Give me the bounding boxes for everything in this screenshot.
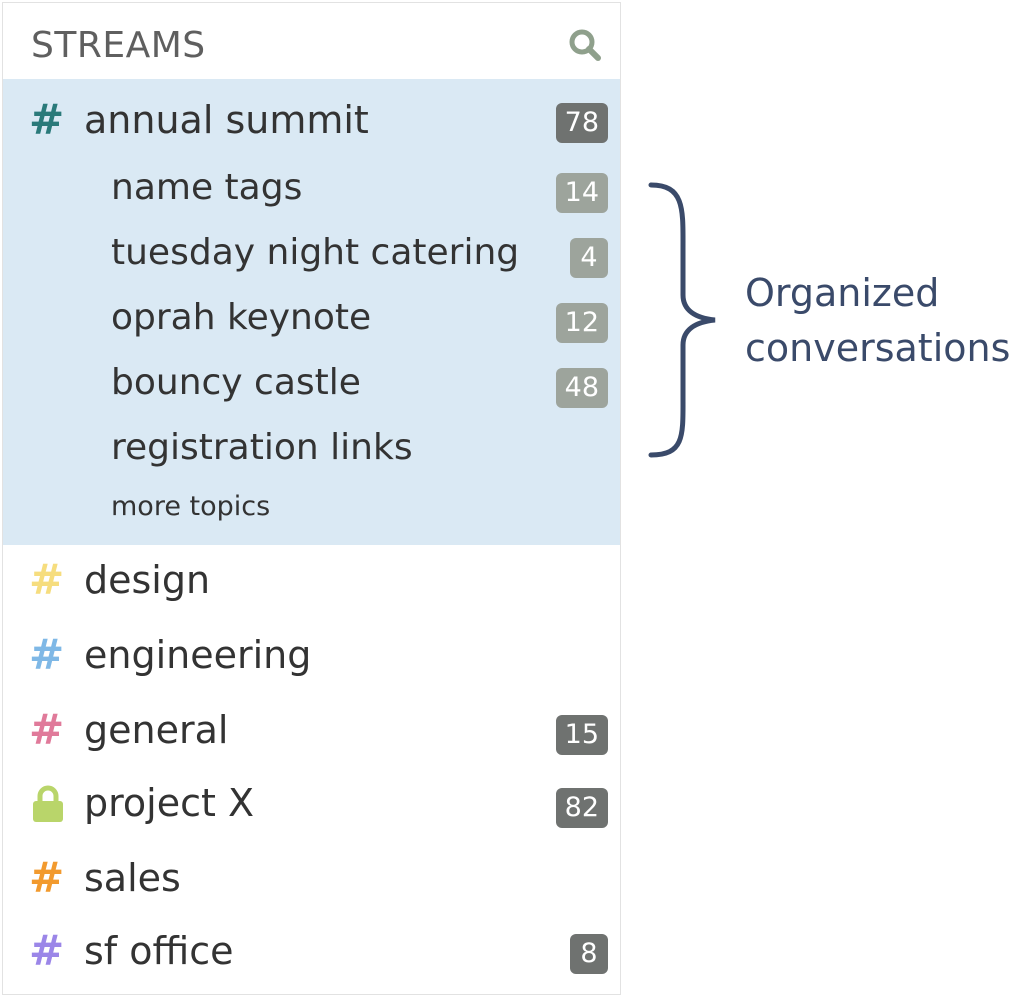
lock-icon xyxy=(33,785,63,822)
stream-name: project X xyxy=(84,781,254,825)
stream-row-sales[interactable]: # sales xyxy=(3,841,620,911)
unread-count-badge: 4 xyxy=(570,238,608,278)
stream-row-general[interactable]: # general 15 xyxy=(3,695,620,765)
stream-row-project-x[interactable]: project X 82 xyxy=(3,768,620,838)
hash-icon: # xyxy=(29,926,65,975)
unread-count-badge: 14 xyxy=(555,173,608,213)
topic-row[interactable]: bouncy castle 48 xyxy=(3,354,620,416)
curly-brace-icon xyxy=(648,182,716,458)
topic-name: oprah keynote xyxy=(111,297,372,338)
unread-count-badge: 78 xyxy=(555,103,608,143)
streams-sidebar: STREAMS # annual summit 78 name tags 14 … xyxy=(2,2,621,995)
stream-name: sales xyxy=(84,856,181,900)
unread-count-badge: 8 xyxy=(570,934,608,974)
stream-name: annual summit xyxy=(84,98,369,142)
callout-line: Organized xyxy=(745,271,940,315)
topic-name: bouncy castle xyxy=(111,362,361,403)
stream-row-design[interactable]: # design xyxy=(3,545,620,615)
topic-row[interactable]: registration links xyxy=(3,419,620,481)
unread-count-badge: 15 xyxy=(555,715,608,755)
stream-row-sf-office[interactable]: # sf office 8 xyxy=(3,916,620,986)
more-topics-link[interactable]: more topics xyxy=(111,491,271,522)
stream-name: sf office xyxy=(84,929,234,973)
active-stream-block: # annual summit 78 name tags 14 tuesday … xyxy=(3,79,620,545)
hash-icon: # xyxy=(29,630,65,679)
topic-name: name tags xyxy=(111,167,303,208)
sidebar-title: STREAMS xyxy=(31,25,206,66)
unread-count-badge: 12 xyxy=(555,303,608,343)
stream-name: design xyxy=(84,558,211,602)
topic-row[interactable]: name tags 14 xyxy=(3,159,620,221)
search-button[interactable] xyxy=(567,27,603,63)
unread-count-badge: 82 xyxy=(555,788,608,828)
hash-icon: # xyxy=(29,853,65,902)
callout-line: conversations xyxy=(745,326,1011,370)
sidebar-header: STREAMS xyxy=(3,3,620,79)
search-icon xyxy=(569,29,601,61)
hash-icon: # xyxy=(29,555,65,604)
topic-name: tuesday night catering xyxy=(111,232,520,273)
hash-icon: # xyxy=(29,95,65,144)
stream-name: general xyxy=(84,708,229,752)
unread-count-badge: 48 xyxy=(555,368,608,408)
topic-row[interactable]: oprah keynote 12 xyxy=(3,289,620,351)
topic-row[interactable]: tuesday night catering 4 xyxy=(3,224,620,286)
hash-icon: # xyxy=(29,705,65,754)
stream-row-annual-summit[interactable]: # annual summit 78 xyxy=(3,87,620,157)
topic-name: registration links xyxy=(111,427,413,468)
callout-text: Organized conversations xyxy=(745,266,1010,376)
stream-row-engineering[interactable]: # engineering xyxy=(3,620,620,690)
stream-name: engineering xyxy=(84,633,312,677)
